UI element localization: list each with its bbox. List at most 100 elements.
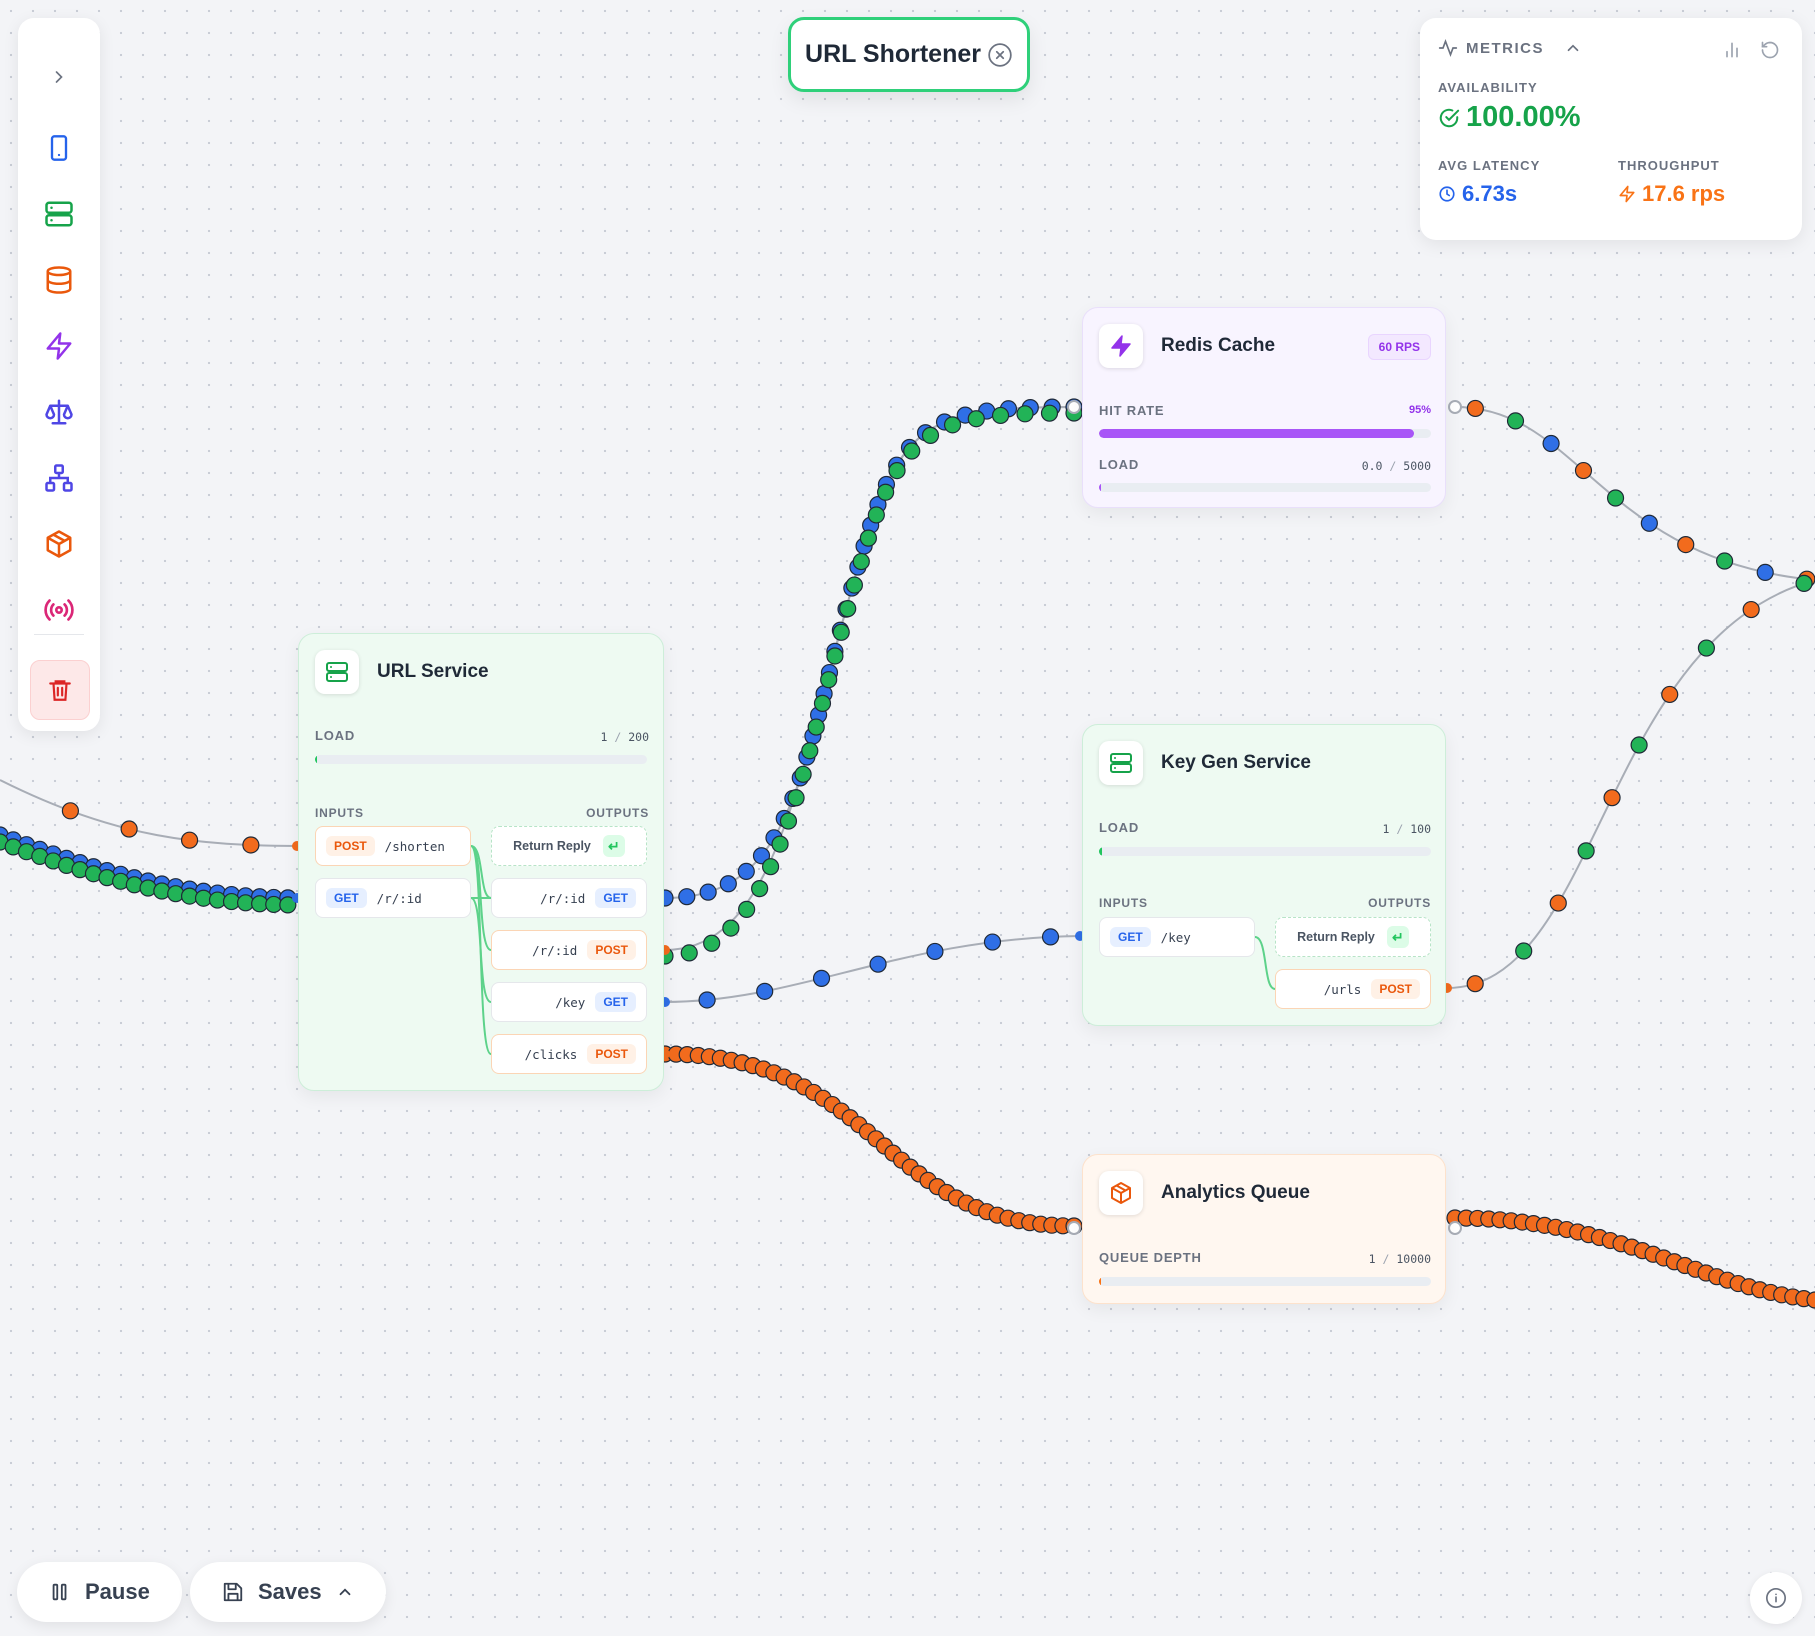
traffic-packet <box>180 880 199 898</box>
output-port-get-r-id[interactable]: /r/:id GET <box>491 878 647 918</box>
output-port-post-r-id[interactable]: /r/:id POST <box>491 930 647 970</box>
traffic-packet <box>737 862 755 880</box>
queue-depth-bar <box>1099 1277 1431 1286</box>
check-circle-icon <box>1439 108 1460 127</box>
metrics-heading: METRICS <box>1466 39 1544 57</box>
traffic-packet <box>1515 942 1533 960</box>
traffic-packet <box>1466 975 1484 993</box>
traffic-packet <box>903 442 921 460</box>
input-port-get-key[interactable]: GET /key <box>1099 917 1255 957</box>
info-button[interactable] <box>1750 1572 1802 1624</box>
add-database-button[interactable] <box>34 255 84 305</box>
hit-rate-bar <box>1099 429 1431 438</box>
output-port-get-key[interactable]: /key GET <box>491 982 647 1022</box>
cache-bolt-icon <box>1111 335 1131 357</box>
method-badge: GET <box>326 888 367 908</box>
traffic-packet <box>722 1051 740 1069</box>
traffic-packet <box>779 812 798 830</box>
port-path: /shorten <box>384 838 445 854</box>
traffic-packet <box>784 789 802 808</box>
outputs-label: OUTPUTS <box>1368 896 1431 910</box>
traffic-packet <box>44 852 62 870</box>
component-toolbar <box>18 18 100 731</box>
traffic-packet <box>1457 1209 1475 1227</box>
traffic-packet <box>775 1068 793 1086</box>
bar-chart-icon[interactable] <box>1722 40 1742 60</box>
method-badge: GET <box>595 888 636 908</box>
traffic-packet <box>765 1064 783 1082</box>
traffic-packet <box>251 895 269 913</box>
traffic-packet <box>983 933 1002 951</box>
traffic-packet <box>804 727 822 745</box>
load-bar-fill <box>1099 847 1103 856</box>
traffic-packet <box>236 894 255 912</box>
redis-cache-node[interactable]: Redis Cache 60 RPS HIT RATE 95% LOAD 0.0… <box>1082 307 1446 508</box>
traffic-packet <box>837 600 855 618</box>
internal-routing <box>1254 936 1276 990</box>
load-max: 100 <box>1410 822 1431 836</box>
traffic-packet <box>208 884 227 902</box>
add-server-button[interactable] <box>34 189 84 239</box>
traffic-packet <box>999 400 1018 418</box>
load-readout: 1 / 200 <box>600 730 649 744</box>
traffic-packet <box>798 748 816 766</box>
add-queue-button[interactable] <box>34 519 84 569</box>
key-gen-service-node[interactable]: Key Gen Service LOAD 1 / 100 INPUTS OUTP… <box>1082 724 1446 1026</box>
depth-current: 1 <box>1368 1252 1376 1266</box>
traffic-packet <box>823 1095 841 1114</box>
traffic-packet <box>251 888 269 906</box>
add-load-balancer-button[interactable] <box>34 387 84 437</box>
output-port-post-clicks[interactable]: /clicks POST <box>491 1034 647 1074</box>
server-icon <box>45 201 73 227</box>
pause-button[interactable]: Pause <box>17 1562 182 1622</box>
traffic-packet <box>699 883 717 901</box>
add-network-button[interactable] <box>34 453 84 503</box>
traffic-packet <box>869 496 887 514</box>
add-client-button[interactable] <box>34 123 84 173</box>
traffic-packet <box>1630 736 1648 754</box>
saves-button[interactable]: Saves <box>190 1562 386 1622</box>
traffic-packet <box>689 1046 707 1065</box>
input-port-get-r-id[interactable]: GET /r/:id <box>315 878 471 918</box>
traffic-packet <box>1751 1281 1769 1299</box>
database-icon <box>46 266 72 294</box>
output-port-return-reply[interactable]: Return Reply ↵ <box>1275 917 1431 957</box>
traffic-packet <box>1549 894 1567 912</box>
metrics-header[interactable]: METRICS <box>1438 38 1784 58</box>
close-circle-icon[interactable] <box>987 42 1013 68</box>
traffic-packet <box>807 718 825 736</box>
traffic-packet <box>839 600 857 618</box>
url-service-node[interactable]: URL Service LOAD 1 / 200 INPUTS OUTPUTS … <box>298 633 664 1091</box>
add-cache-button[interactable] <box>34 321 84 371</box>
delete-button[interactable] <box>30 660 90 720</box>
traffic-packet <box>752 847 771 865</box>
info-icon <box>1766 1588 1786 1608</box>
chevron-up-icon[interactable] <box>1564 39 1582 57</box>
reset-icon[interactable] <box>1760 40 1780 60</box>
output-port-return-reply[interactable]: Return Reply ↵ <box>491 826 647 866</box>
queue-depth-label: QUEUE DEPTH <box>1099 1250 1202 1265</box>
input-port-post-shorten[interactable]: POST /shorten <box>315 826 471 866</box>
traffic-packet <box>1729 1274 1747 1293</box>
traffic-packet <box>919 1171 937 1190</box>
traffic-packet <box>1742 600 1760 619</box>
traffic-packet <box>31 840 49 858</box>
output-port-post-urls[interactable]: /urls POST <box>1275 969 1431 1009</box>
traffic-packet <box>112 872 130 890</box>
traffic-packet <box>1623 1238 1641 1256</box>
analytics-queue-node[interactable]: Analytics Queue QUEUE DEPTH 1 / 10000 <box>1082 1154 1446 1304</box>
traffic-packet <box>1661 685 1679 704</box>
simulation-title[interactable]: URL Shortener <box>788 17 1030 92</box>
traffic-packet <box>678 1046 696 1064</box>
add-pubsub-button[interactable] <box>34 585 84 635</box>
traffic-packet <box>1590 1228 1609 1247</box>
throughput-metric: THROUGHPUT 17.6 rps <box>1618 158 1725 207</box>
traffic-packet <box>1708 1268 1726 1286</box>
wire-in-post <box>0 779 298 847</box>
port-dot <box>1448 400 1462 414</box>
traffic-packet <box>845 576 863 594</box>
expand-toolbar-button[interactable] <box>34 52 84 102</box>
traffic-packet <box>61 802 79 820</box>
rps-badge: 60 RPS <box>1367 334 1431 360</box>
traffic-packet <box>805 1083 823 1102</box>
